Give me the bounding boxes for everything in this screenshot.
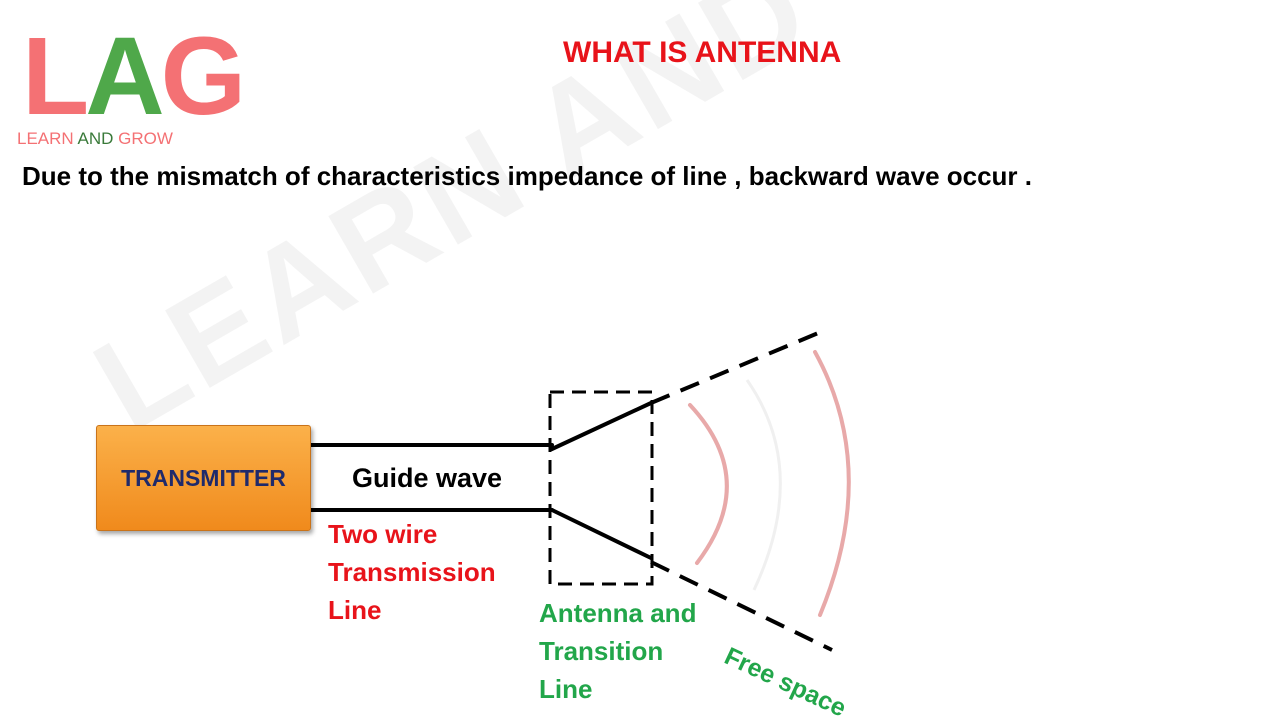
guide-wave-label: Guide wave (352, 463, 503, 493)
page-title: WHAT IS ANTENNA (563, 36, 842, 69)
logo-letter-g: G (160, 15, 247, 138)
logo-word-learn: LEARN (17, 129, 74, 148)
antenna-line-2: Transition (539, 636, 664, 666)
transition-box (548, 390, 654, 586)
transmitter-label: TRANSMITTER (121, 464, 286, 491)
antenna-line-1: Antenna and (539, 598, 697, 628)
antenna-line-3: Line (539, 674, 593, 704)
flare-bottom (550, 508, 653, 560)
logo: LAG (22, 22, 246, 132)
wavefront-1 (688, 403, 729, 565)
two-wire-label: Two wire Transmission Line (328, 515, 496, 629)
two-wire-line-1: Two wire (328, 519, 438, 549)
logo-letter-l: L (22, 15, 89, 138)
two-wire-line-3: Line (328, 595, 382, 625)
transmitter-block: TRANSMITTER (96, 425, 311, 531)
logo-letter-a: A (85, 15, 164, 138)
antenna-transition-label: Antenna and Transition Line (539, 594, 696, 708)
free-space-dashed-top (650, 329, 824, 405)
free-space-dashed-bottom (650, 560, 833, 652)
wavefront-faint (745, 379, 782, 591)
two-wire-line-2: Transmission (328, 557, 496, 587)
flare-top (550, 401, 653, 451)
subtitle-text: Due to the mismatch of characteristics i… (22, 161, 1033, 191)
wavefront-2 (813, 350, 851, 617)
logo-word-grow: GROW (118, 129, 173, 148)
logo-word-and: AND (77, 129, 114, 148)
logo-subtitle: LEARN AND GROW (17, 130, 173, 147)
